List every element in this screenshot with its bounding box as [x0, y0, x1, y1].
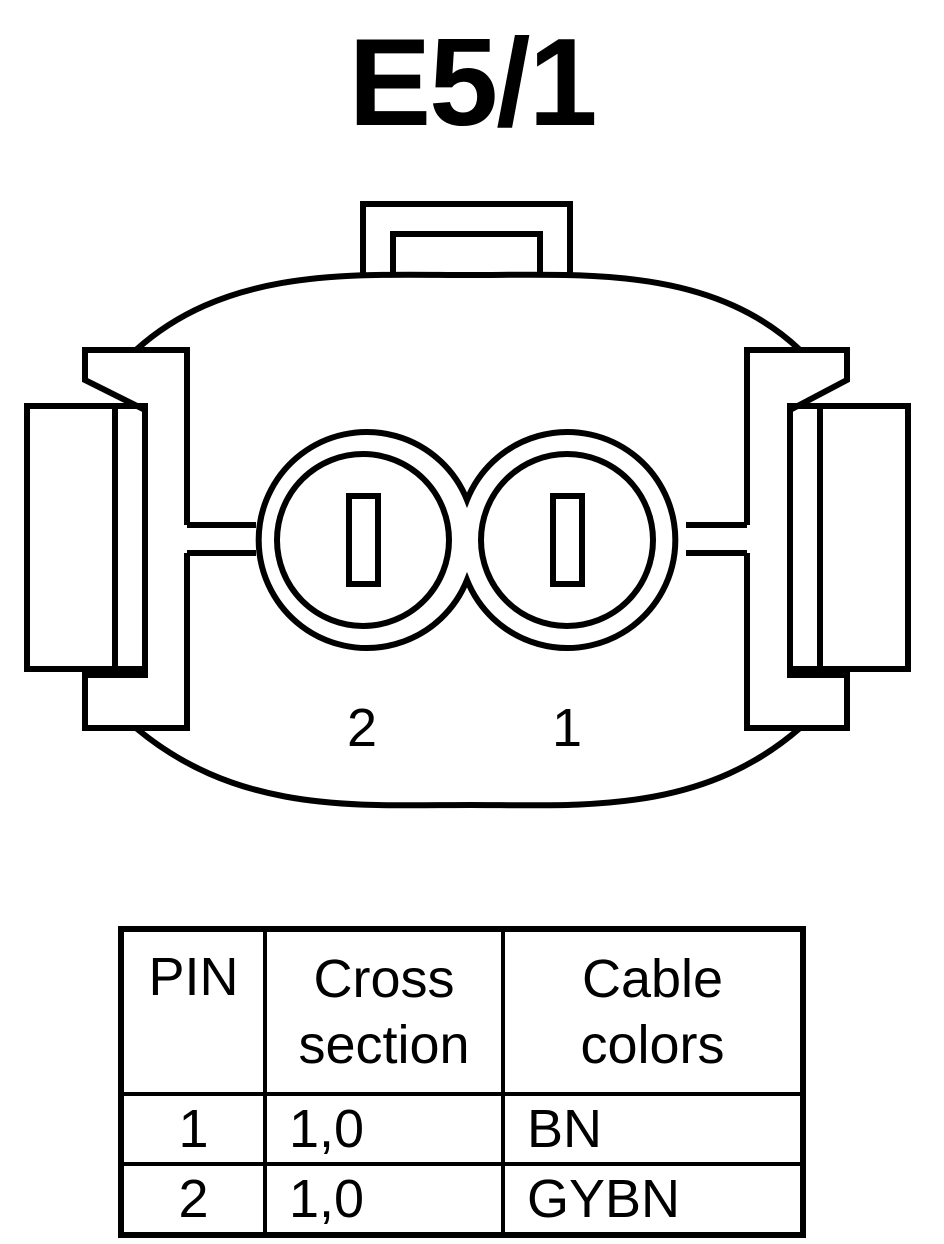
cell-cross-section: 1,0 [263, 1162, 505, 1237]
header-cable-colors: Cable colors [501, 927, 805, 1096]
pin-2-contact [346, 493, 381, 587]
pin-1-contact [550, 493, 585, 587]
cell-cross-section: 1,0 [263, 1092, 505, 1166]
table-header-row: PIN Cross section Cable colors [119, 927, 805, 1096]
housing-bottom-edge [134, 725, 802, 809]
header-cable-colors-line-2: colors [580, 1015, 725, 1075]
cell-pin: 1 [119, 1092, 267, 1166]
cavity-outline [255, 429, 679, 651]
left-clip-outer [24, 403, 148, 672]
cell-pin: 2 [119, 1162, 267, 1237]
header-cross-section-line-1: Cross [313, 949, 455, 1009]
connector-title: E5/1 [348, 14, 597, 152]
table-row: 1 1,0 BN [119, 1092, 805, 1166]
pin-label-1: 1 [552, 698, 582, 758]
pin-2-socket [274, 451, 452, 629]
pin-assignment-table: PIN Cross section Cable colors 1 1,0 BN … [118, 926, 806, 1238]
pin-label-2: 2 [347, 698, 377, 758]
header-pin: PIN [119, 927, 267, 1096]
latch-outer [360, 201, 573, 275]
connector-drawing: 2 1 [24, 201, 911, 809]
header-pin-label: PIN [148, 947, 239, 1007]
cell-cable-color: BN [501, 1092, 805, 1166]
cell-cable-color: GYBN [501, 1162, 805, 1237]
pin-1-socket [478, 451, 656, 629]
table-row: 2 1,0 GYBN [119, 1162, 805, 1237]
housing-top-edge [133, 271, 803, 353]
latch-inner [390, 231, 543, 275]
header-cable-colors-line-1: Cable [581, 949, 724, 1009]
header-cross-section: Cross section [263, 927, 505, 1096]
header-cross-section-line-2: section [298, 1015, 470, 1075]
right-clip-outer [787, 403, 911, 672]
